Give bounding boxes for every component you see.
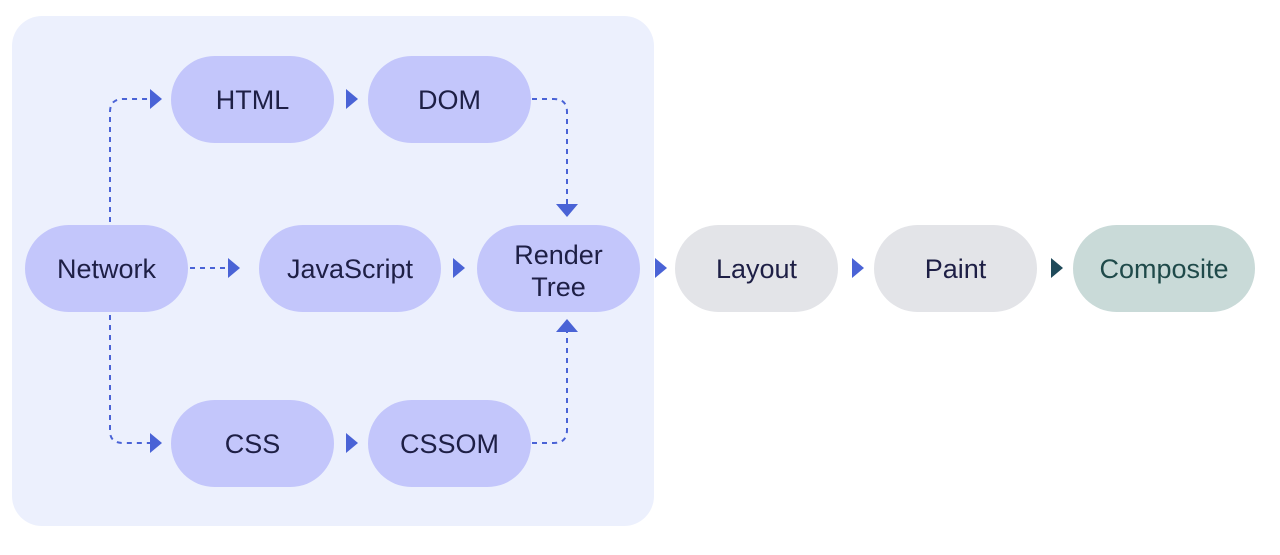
arrowhead-css-cssom — [346, 433, 358, 453]
connector-network-html — [109, 98, 150, 222]
node-css-label: CSS — [225, 429, 281, 459]
node-html: HTML — [171, 56, 334, 143]
arrowhead-javascript-render-tree — [453, 258, 465, 278]
node-dom: DOM — [368, 56, 531, 143]
node-html-label: HTML — [216, 85, 290, 115]
arrowhead-dom-render-tree — [556, 204, 578, 217]
node-css: CSS — [171, 400, 334, 487]
arrowhead-to-javascript — [228, 258, 240, 278]
node-javascript: JavaScript — [259, 225, 441, 312]
node-network: Network — [25, 225, 188, 312]
node-network-label: Network — [57, 254, 157, 284]
node-paint-label: Paint — [925, 254, 987, 284]
node-cssom: CSSOM — [368, 400, 531, 487]
arrowhead-paint-composite — [1051, 258, 1063, 278]
arrowhead-cssom-render-tree — [556, 319, 578, 332]
node-render-tree: Render Tree — [477, 225, 640, 312]
arrowhead-html-dom — [346, 89, 358, 109]
node-dom-label: DOM — [418, 85, 481, 115]
connector-dom-render-tree — [532, 98, 568, 204]
node-render-tree-label-line2: Tree — [531, 272, 586, 302]
arrowhead-to-css — [150, 433, 162, 453]
node-paint: Paint — [874, 225, 1037, 312]
node-layout-label: Layout — [716, 254, 798, 284]
node-render-tree-label-line1: Render — [514, 240, 603, 270]
arrowhead-to-html — [150, 89, 162, 109]
node-cssom-label: CSSOM — [400, 429, 499, 459]
connector-cssom-render-tree — [532, 332, 568, 444]
arrowhead-layout-paint — [852, 258, 864, 278]
node-composite: Composite — [1073, 225, 1255, 312]
arrowhead-render-tree-layout — [655, 258, 667, 278]
node-javascript-label: JavaScript — [287, 254, 414, 284]
node-composite-label: Composite — [1099, 254, 1228, 284]
node-layout: Layout — [675, 225, 838, 312]
